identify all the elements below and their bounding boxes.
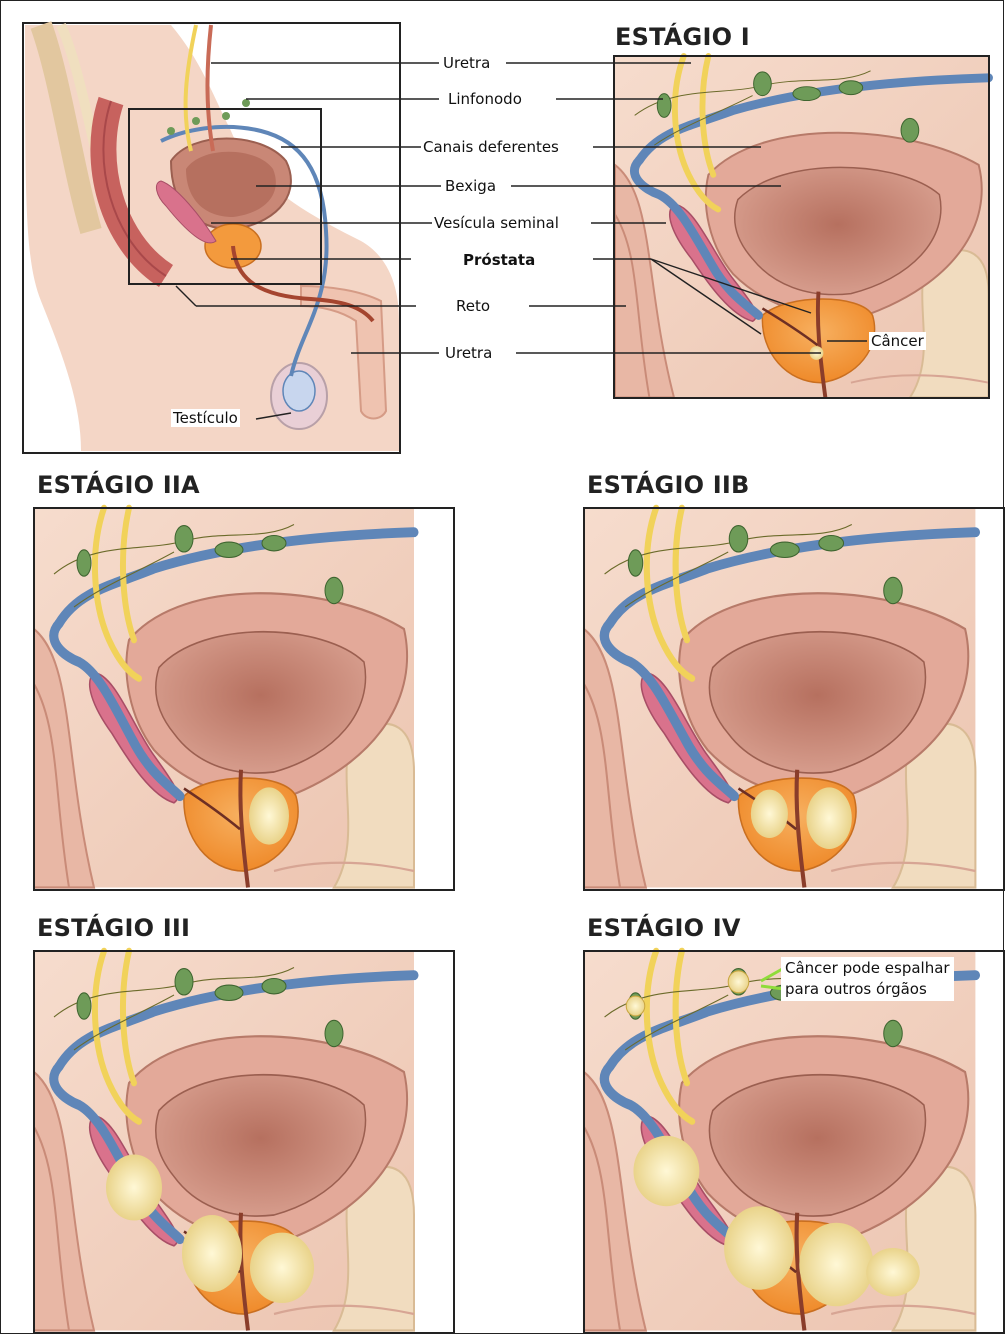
label-seminal-vesicle: Vesícula seminal	[432, 214, 561, 232]
tumor-stage-iv-rectum	[866, 1248, 920, 1296]
label-cancer: Câncer	[869, 332, 926, 350]
stage-iii-heading: ESTÁGIO III	[37, 914, 190, 942]
tumor-stage-iv-right	[799, 1223, 873, 1307]
tumor-stage-iv-vesicle	[633, 1136, 699, 1206]
label-urethra-bottom: Uretra	[443, 344, 494, 362]
label-vas-deferens: Canais deferentes	[421, 138, 561, 156]
label-bladder: Bexiga	[443, 177, 498, 195]
lymph-node-affected	[626, 996, 645, 1016]
lymph-node-affected	[728, 971, 749, 993]
stage-iib-heading: ESTÁGIO IIB	[587, 471, 750, 499]
stage-iia-illustration	[34, 508, 414, 888]
tumor-stage-iii-vesicle	[106, 1155, 162, 1221]
stage-iv-note-line2: para outros órgãos	[785, 979, 950, 1000]
stage-iv-spread-note: Câncer pode espalhar para outros órgãos	[781, 957, 954, 1001]
label-lymph-node: Linfonodo	[446, 90, 524, 108]
stage-iv-heading: ESTÁGIO IV	[587, 914, 741, 942]
tumor-stage-iii-right	[250, 1233, 314, 1303]
label-prostate: Próstata	[461, 251, 537, 269]
label-testicle: Testículo	[171, 409, 240, 427]
tumor-stage-iii-left	[182, 1215, 242, 1292]
stage-i-heading: ESTÁGIO I	[615, 23, 750, 51]
stage-i-illustration	[615, 56, 989, 398]
tumor-stage-iv-left	[724, 1206, 794, 1290]
stage-iv-illustration	[584, 951, 975, 1331]
tumor-stage-iib-left	[751, 790, 788, 838]
label-rectum: Reto	[454, 297, 492, 315]
stage-iia-heading: ESTÁGIO IIA	[37, 471, 200, 499]
label-urethra-top: Uretra	[441, 54, 492, 72]
tumor-stage-iia	[249, 787, 289, 844]
stage-iii-illustration	[34, 951, 414, 1331]
tumor-stage-iib-right	[806, 787, 851, 849]
stage-iv-note-line1: Câncer pode espalhar	[785, 958, 950, 979]
stage-iib-illustration	[584, 508, 975, 888]
